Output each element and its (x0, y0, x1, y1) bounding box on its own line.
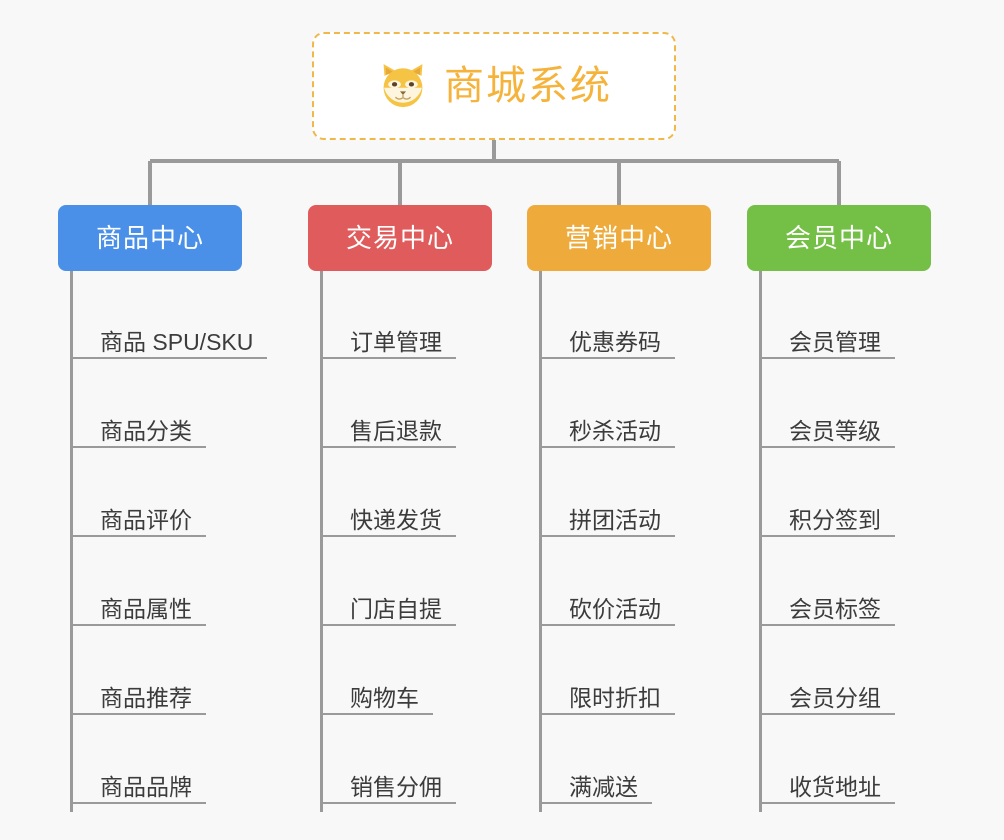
leaf-node[interactable]: 会员等级 (759, 388, 895, 448)
branch-node-marketing-center[interactable]: 营销中心 (527, 205, 711, 271)
shiba-dog-face-icon (383, 64, 423, 108)
leaf-node[interactable]: 限时折扣 (539, 655, 675, 715)
leaf-node[interactable]: 优惠券码 (539, 299, 675, 359)
leaf-node[interactable]: 商品评价 (70, 477, 206, 537)
leaf-label: 秒杀活动 (569, 417, 661, 444)
leaf-node[interactable]: 拼团活动 (539, 477, 675, 537)
leaf-label: 商品 SPU/SKU (100, 328, 254, 355)
branch-node-member-center[interactable]: 会员中心 (747, 205, 931, 271)
leaf-label: 快递发货 (350, 506, 442, 533)
leaf-label: 售后退款 (350, 417, 442, 444)
leaf-node[interactable]: 会员管理 (759, 299, 895, 359)
leaf-label: 会员等级 (789, 417, 881, 444)
leaf-label: 会员分组 (789, 684, 881, 711)
leaf-node[interactable]: 快递发货 (320, 477, 456, 537)
leaf-label: 砍价活动 (569, 595, 661, 622)
leaf-node[interactable]: 购物车 (320, 655, 433, 715)
leaf-label: 商品评价 (100, 506, 192, 533)
leaf-node[interactable]: 会员标签 (759, 566, 895, 626)
leaf-node[interactable]: 商品 SPU/SKU (70, 299, 267, 359)
leaf-label: 拼团活动 (569, 506, 661, 533)
branch-label: 营销中心 (564, 223, 673, 253)
branch-node-trade-center[interactable]: 交易中心 (308, 205, 492, 271)
leaf-label: 购物车 (350, 684, 419, 711)
leaf-label: 满减送 (569, 773, 638, 800)
leaf-node[interactable]: 销售分佣 (320, 744, 456, 804)
column-spine (70, 271, 73, 812)
leaf-node[interactable]: 砍价活动 (539, 566, 675, 626)
leaf-node[interactable]: 秒杀活动 (539, 388, 675, 448)
branch-label: 商品中心 (95, 223, 204, 253)
column-spine (759, 271, 762, 812)
leaf-label: 订单管理 (350, 328, 442, 355)
leaf-node[interactable]: 门店自提 (320, 566, 456, 626)
branch-node-product-center[interactable]: 商品中心 (58, 205, 242, 271)
leaf-label: 商品推荐 (100, 684, 192, 711)
leaf-label: 销售分佣 (350, 773, 442, 800)
leaf-node[interactable]: 积分签到 (759, 477, 895, 537)
leaf-node[interactable]: 收货地址 (759, 744, 895, 804)
leaf-node[interactable]: 售后退款 (320, 388, 456, 448)
branch-label: 会员中心 (784, 223, 893, 253)
column-spine (539, 271, 542, 812)
leaf-label: 收货地址 (789, 773, 881, 800)
leaf-label: 优惠券码 (569, 328, 661, 355)
leaf-label: 商品属性 (100, 595, 192, 622)
leaf-node[interactable]: 商品推荐 (70, 655, 206, 715)
leaf-label: 会员管理 (789, 328, 881, 355)
column-spine (320, 271, 323, 812)
leaf-node[interactable]: 商品属性 (70, 566, 206, 626)
root-title: 商城系统 (444, 64, 612, 108)
leaf-node[interactable]: 满减送 (539, 744, 652, 804)
leaf-label: 门店自提 (350, 595, 442, 622)
leaf-node[interactable]: 商品分类 (70, 388, 206, 448)
leaf-node[interactable]: 商品品牌 (70, 744, 206, 804)
leaf-label: 限时折扣 (569, 684, 661, 711)
leaf-label: 会员标签 (789, 595, 881, 622)
leaf-node[interactable]: 会员分组 (759, 655, 895, 715)
root-node[interactable]: 商城系统 (312, 32, 676, 140)
leaf-label: 积分签到 (789, 506, 881, 533)
leaf-node[interactable]: 订单管理 (320, 299, 456, 359)
branch-label: 交易中心 (345, 223, 454, 253)
leaf-label: 商品分类 (100, 417, 192, 444)
leaf-label: 商品品牌 (100, 773, 192, 800)
